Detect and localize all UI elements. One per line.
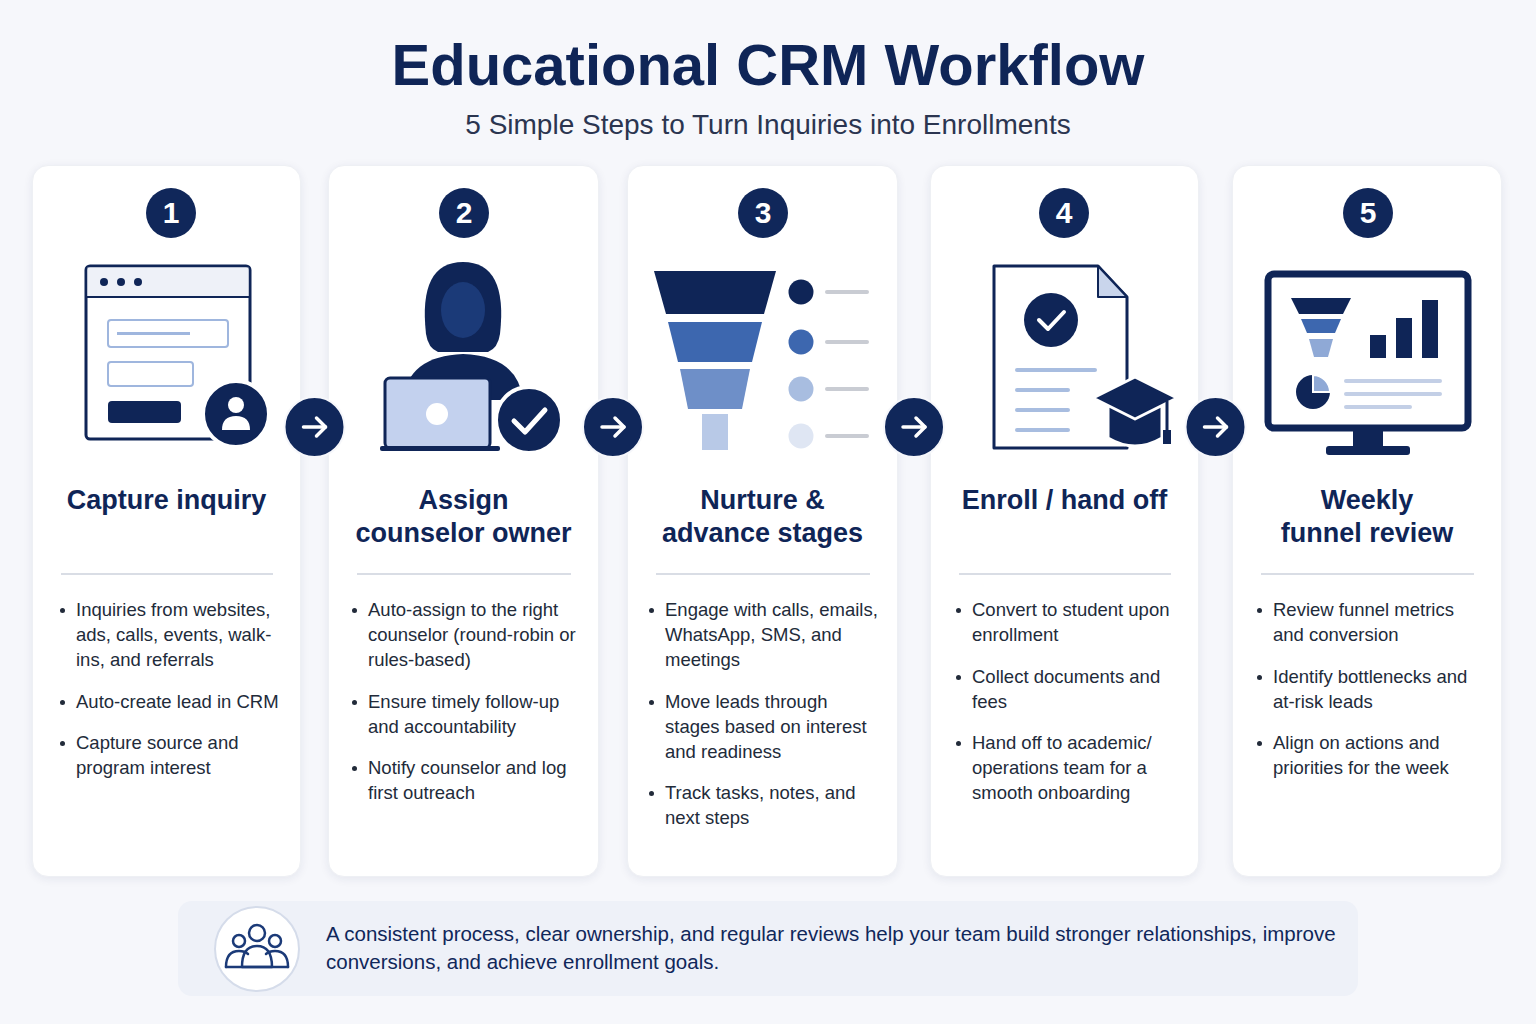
divider-line bbox=[656, 573, 870, 575]
bullet-text: Review funnel metrics and conversion bbox=[1273, 597, 1469, 647]
bullet-item: Capture source and program interest bbox=[33, 730, 300, 780]
bullet-dot bbox=[60, 700, 65, 705]
bullet-text: Move leads through stages based on inter… bbox=[665, 689, 887, 764]
step-heading: Nurture & advance stages bbox=[628, 484, 897, 550]
bullet-item: Notify counselor and log first outreach bbox=[329, 755, 598, 805]
bullet-text: Identify bottlenecks and at-risk leads bbox=[1273, 664, 1469, 714]
step-number-badge: 1 bbox=[146, 188, 196, 238]
bullet-dot bbox=[352, 608, 357, 613]
arrow-shaft bbox=[602, 425, 624, 429]
bullet-list: Inquiries from websites, ads, calls, eve… bbox=[33, 597, 300, 797]
bullet-item: Collect documents and fees bbox=[931, 664, 1198, 714]
bullet-item: Engage with calls, emails, WhatsApp, SMS… bbox=[628, 597, 897, 672]
bullet-text: Ensure timely follow-up and accountabili… bbox=[368, 689, 580, 739]
connector-line bbox=[599, 426, 627, 429]
divider-line bbox=[357, 573, 571, 575]
step-card: Enroll / hand offConvert to student upon… bbox=[930, 165, 1199, 877]
bullet-text: Collect documents and fees bbox=[972, 664, 1176, 714]
bullet-dot bbox=[649, 700, 654, 705]
bullet-item: Auto-assign to the right counselor (roun… bbox=[329, 597, 598, 672]
bullet-item: Convert to student upon enrollment bbox=[931, 597, 1198, 647]
bullet-dot bbox=[352, 700, 357, 705]
step-number: 3 bbox=[755, 198, 772, 228]
bullet-list: Auto-assign to the right counselor (roun… bbox=[329, 597, 598, 822]
subtitle: 5 Simple Steps to Turn Inquiries into En… bbox=[0, 107, 1536, 143]
bullet-list: Convert to student upon enrollmentCollec… bbox=[931, 597, 1198, 822]
step-heading: Weekly funnel review bbox=[1233, 484, 1501, 550]
bullet-item: Identify bottlenecks and at-risk leads bbox=[1233, 664, 1501, 714]
bullet-dot bbox=[649, 608, 654, 613]
bullet-dot bbox=[956, 741, 961, 746]
step-heading: Capture inquiry bbox=[33, 484, 300, 517]
step-number-badge: 5 bbox=[1343, 188, 1393, 238]
bullet-dot bbox=[956, 675, 961, 680]
bullet-item: Track tasks, notes, and next steps bbox=[628, 780, 897, 830]
bullet-dot bbox=[1257, 608, 1262, 613]
bullet-dot bbox=[956, 608, 961, 613]
step-card: Capture inquiryInquiries from websites, … bbox=[32, 165, 301, 877]
bullet-text: Hand off to academic/ operations team fo… bbox=[972, 730, 1176, 805]
arrow-shaft bbox=[903, 425, 925, 429]
connector-line bbox=[1199, 426, 1232, 429]
bullet-text: Auto-assign to the right counselor (roun… bbox=[368, 597, 580, 672]
arrow-head bbox=[317, 418, 326, 436]
divider-line bbox=[1261, 573, 1474, 575]
summary-banner: A consistent process, clear ownership, a… bbox=[178, 901, 1358, 996]
summary-text: A consistent process, clear ownership, a… bbox=[326, 920, 1346, 976]
bullet-dot bbox=[60, 608, 65, 613]
step-heading: Assign counselor owner bbox=[329, 484, 598, 550]
bullet-item: Ensure timely follow-up and accountabili… bbox=[329, 689, 598, 739]
bullet-dot bbox=[352, 766, 357, 771]
arrow-head bbox=[916, 418, 925, 436]
step-card: Nurture & advance stagesEngage with call… bbox=[627, 165, 898, 877]
diagram-title: Educational CRM Workflow bbox=[0, 30, 1536, 100]
bullet-item: Align on actions and priorities for the … bbox=[1233, 730, 1501, 780]
divider-line bbox=[959, 573, 1171, 575]
step-number: 2 bbox=[456, 198, 473, 228]
bullet-text: Inquiries from websites, ads, calls, eve… bbox=[76, 597, 284, 672]
step-number-badge: 4 bbox=[1039, 188, 1089, 238]
bullet-dot bbox=[60, 741, 65, 746]
connector-line bbox=[898, 426, 930, 429]
bullet-item: Hand off to academic/ operations team fo… bbox=[931, 730, 1198, 805]
arrow-head bbox=[615, 418, 624, 436]
step-number-badge: 3 bbox=[738, 188, 788, 238]
bullet-text: Capture source and program interest bbox=[76, 730, 284, 780]
divider-line bbox=[61, 573, 273, 575]
bullet-text: Auto-create lead in CRM bbox=[76, 689, 284, 714]
bullet-dot bbox=[1257, 741, 1262, 746]
step-card: Assign counselor ownerAuto-assign to the… bbox=[328, 165, 599, 877]
arrow-shaft bbox=[1205, 425, 1227, 429]
bullet-list: Engage with calls, emails, WhatsApp, SMS… bbox=[628, 597, 897, 847]
step-card: Weekly funnel reviewReview funnel metric… bbox=[1232, 165, 1502, 877]
arrow-head bbox=[1218, 418, 1227, 436]
bullet-item: Move leads through stages based on inter… bbox=[628, 689, 897, 764]
bullet-text: Notify counselor and log first outreach bbox=[368, 755, 580, 805]
bullet-text: Align on actions and priorities for the … bbox=[1273, 730, 1469, 780]
step-number: 5 bbox=[1360, 198, 1377, 228]
bullet-text: Engage with calls, emails, WhatsApp, SMS… bbox=[665, 597, 887, 672]
bullet-dot bbox=[1257, 675, 1262, 680]
step-heading: Enroll / hand off bbox=[931, 484, 1198, 517]
connector-line bbox=[301, 426, 328, 429]
step-number-badge: 2 bbox=[439, 188, 489, 238]
bullet-item: Inquiries from websites, ads, calls, eve… bbox=[33, 597, 300, 672]
bullet-item: Review funnel metrics and conversion bbox=[1233, 597, 1501, 647]
step-number: 4 bbox=[1056, 198, 1073, 228]
bullet-text: Convert to student upon enrollment bbox=[972, 597, 1176, 647]
bullet-list: Review funnel metrics and conversionIden… bbox=[1233, 597, 1501, 797]
bullet-item: Auto-create lead in CRM bbox=[33, 689, 300, 714]
arrow-shaft bbox=[304, 425, 326, 429]
bullet-text: Track tasks, notes, and next steps bbox=[665, 780, 887, 830]
bullet-dot bbox=[649, 791, 654, 796]
step-number: 1 bbox=[163, 198, 180, 228]
